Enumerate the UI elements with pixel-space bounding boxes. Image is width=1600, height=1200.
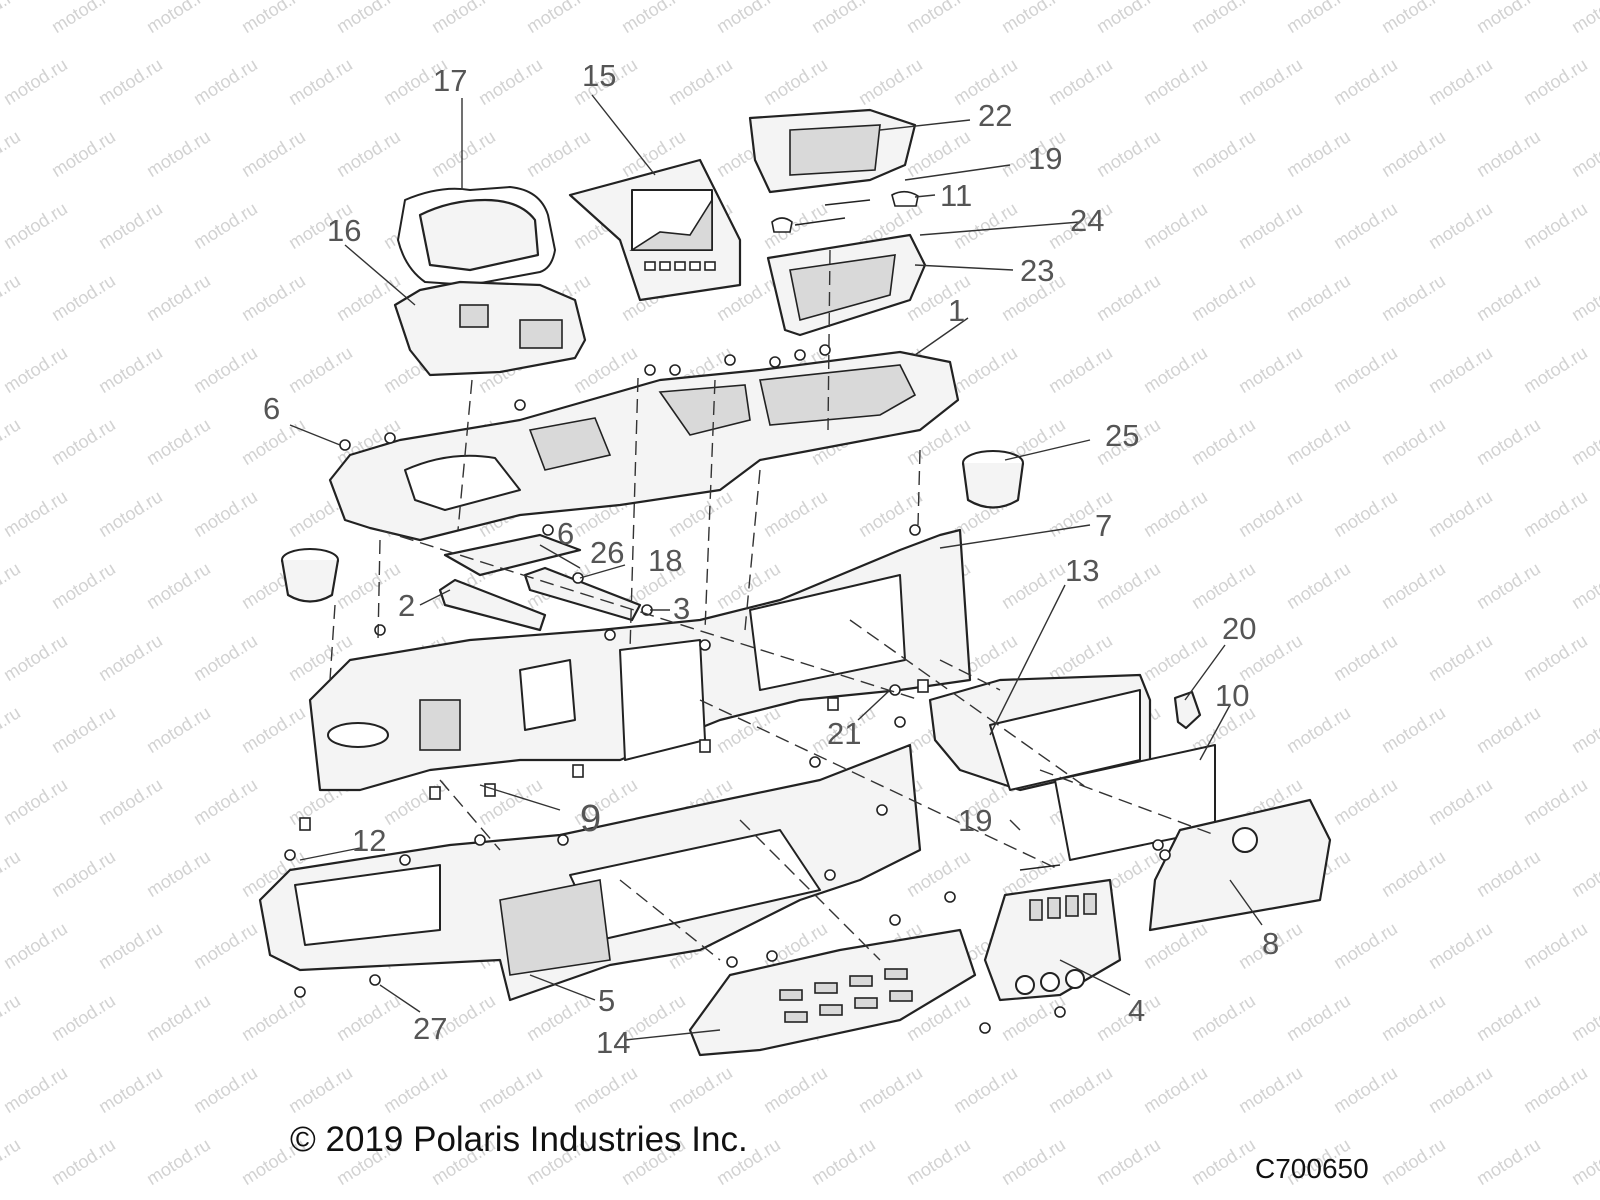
part-16-gauge-housing [393,280,587,377]
part-5-lower-dash [258,743,922,1002]
cup-holder-left [280,548,340,603]
callout-13: 13 [1065,553,1100,588]
part-23-storage-bin [766,190,927,337]
callout-14: 14 [596,1025,631,1060]
callout-3: 3 [673,591,691,626]
part-26-plate [443,533,582,577]
callout-22: 22 [978,98,1013,133]
callout-20: 20 [1222,611,1257,646]
part-4-switch-panel [983,878,1122,1002]
callout-11: 11 [940,178,973,213]
part-20-latch [1173,690,1202,730]
assembly-lines [329,249,1216,961]
fasteners [284,199,1171,1034]
callout-17: 17 [433,63,468,98]
callout-7: 7 [1095,508,1113,543]
part-25-cup-holder [961,450,1025,509]
callout-21: 21 [827,716,862,751]
callout-27: 27 [413,1011,448,1046]
callout-24: 24 [1070,203,1105,238]
part-8-glovebox-door [1148,798,1332,932]
callout-15: 15 [582,58,617,93]
part-13-housing [928,673,1152,792]
part-15-display-screen [568,158,742,302]
leader-lines [289,94,1263,1041]
part-7-main-frame [308,528,972,792]
callout-18: 18 [648,543,683,578]
diagram-id: C700650 [1255,1153,1369,1184]
callout-26: 26 [590,535,625,570]
callout-1: 1 [948,293,966,328]
callout-16: 16 [327,213,362,248]
part-1-upper-dash [328,350,960,542]
callout-2: 2 [398,588,416,623]
callout-5: 5 [598,983,616,1018]
callout-12: 12 [352,823,387,858]
part-2-bracket [438,578,547,632]
copyright-notice: © 2019 Polaris Industries Inc. [290,1120,748,1159]
callout-8: 8 [1262,926,1280,961]
part-22-upper-tray [748,108,917,194]
callout-19a: 19 [1028,141,1063,176]
part-17-instrument-bezel [397,186,556,286]
callout-10: 10 [1215,678,1250,713]
callout-19b: 19 [958,803,993,838]
callout-23: 23 [1020,253,1055,288]
callout-6a: 6 [263,391,281,426]
callout-6b: 6 [557,516,575,551]
part-14-lower-panel [688,928,977,1057]
callout-9: 9 [580,798,602,840]
callout-25: 25 [1105,418,1140,453]
callout-4: 4 [1128,993,1146,1028]
